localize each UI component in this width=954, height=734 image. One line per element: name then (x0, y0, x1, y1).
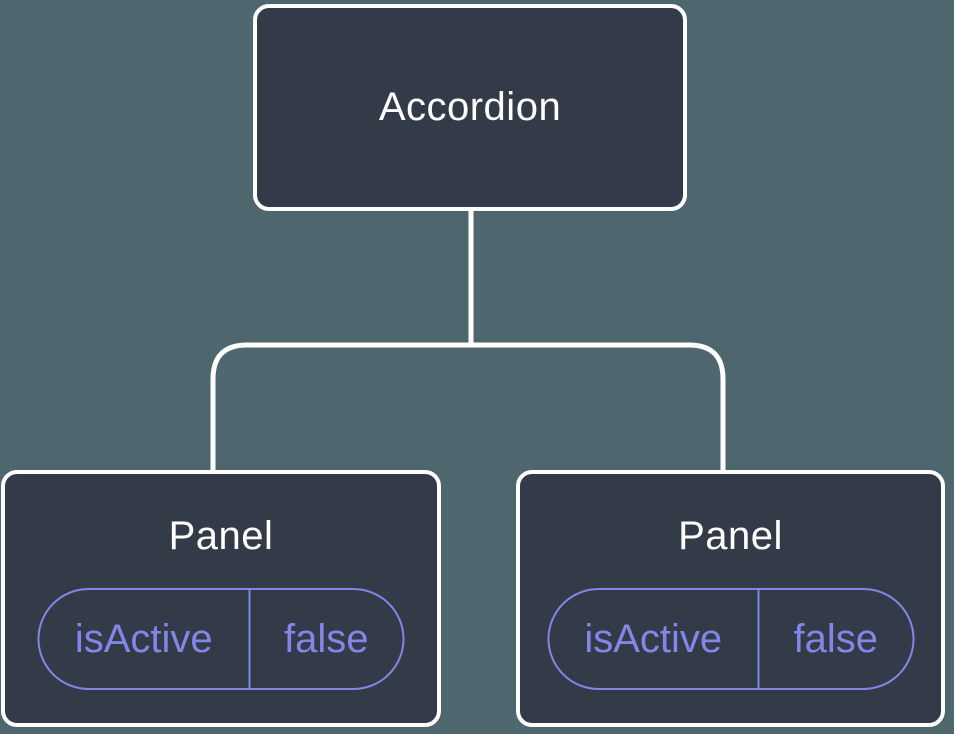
tree-node-panel-right: Panel isActive false (516, 470, 945, 727)
state-badge: isActive false (37, 588, 405, 690)
tree-node-panel-left: Panel isActive false (1, 470, 441, 727)
state-badge: isActive false (547, 588, 914, 690)
connector-branch-bracket (210, 342, 726, 470)
panel-node-label: Panel (168, 514, 274, 558)
state-value-label: false (284, 616, 369, 661)
state-value-label: false (793, 616, 879, 661)
state-key-label: isActive (40, 590, 251, 688)
panel-node-label: Panel (678, 514, 783, 558)
root-node-label: Accordion (378, 85, 562, 129)
state-key-label: isActive (549, 590, 760, 688)
tree-node-root-accordion: Accordion (253, 4, 687, 211)
